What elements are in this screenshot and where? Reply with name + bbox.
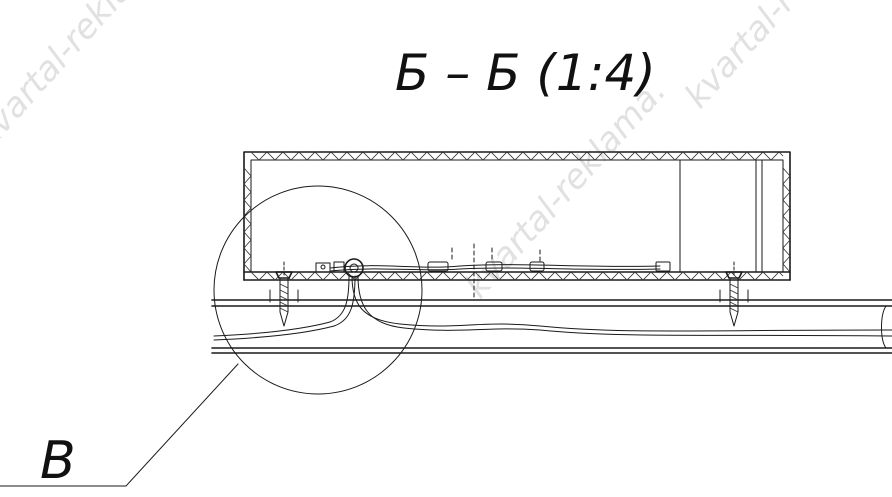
watermark-left: kvartal-reklama. <box>0 0 184 156</box>
detail-label: В <box>40 431 76 491</box>
detail-callout <box>0 185 423 487</box>
internal-wiring <box>315 243 671 301</box>
box-housing <box>243 151 791 281</box>
mounting-surface <box>211 299 892 354</box>
watermark-right: kvartal-reklama. <box>677 0 892 116</box>
screw-right <box>719 261 749 327</box>
section-title: Б – Б (1:4) <box>395 44 656 102</box>
screw-left <box>269 261 299 327</box>
cable-route <box>213 275 892 341</box>
